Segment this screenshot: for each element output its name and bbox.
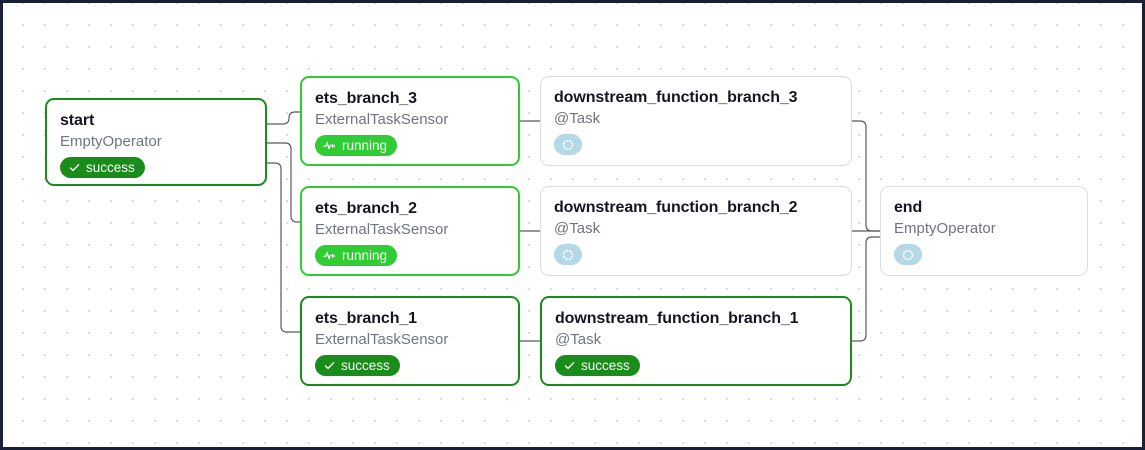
status-badge-none[interactable] <box>554 134 582 155</box>
task-node-operator: ExternalTaskSensor <box>315 331 449 348</box>
status-badge-label: running <box>342 138 388 153</box>
status-badge-success[interactable]: success <box>315 355 400 376</box>
dashed-circle-icon <box>901 248 915 262</box>
task-node-title: downstream_function_branch_3 <box>554 89 798 106</box>
task-node-operator: EmptyOperator <box>60 133 162 150</box>
status-badge-label: running <box>342 248 388 263</box>
check-icon <box>68 161 81 174</box>
status-badge-none[interactable] <box>894 244 922 265</box>
edge-start-to-ets_branch_2 <box>267 142 300 223</box>
edge-start-to-ets_branch_1 <box>267 162 300 333</box>
task-node-operator: @Task <box>554 220 601 237</box>
dashed-circle-icon <box>561 138 575 152</box>
task-node-title: downstream_function_branch_1 <box>555 310 799 327</box>
task-node-operator: ExternalTaskSensor <box>315 111 449 128</box>
status-badge-label: success <box>581 358 630 373</box>
status-badge-success[interactable]: success <box>555 355 640 376</box>
edge-start-to-ets_branch_3 <box>267 111 300 125</box>
status-badge-running[interactable]: running <box>315 245 398 266</box>
task-node-title: start <box>60 112 95 129</box>
activity-pulse-icon <box>323 249 337 262</box>
task-node-downstream_function_branch_2[interactable]: downstream_function_branch_2 @Task <box>540 186 852 276</box>
task-node-title: downstream_function_branch_2 <box>554 199 798 216</box>
check-icon <box>323 359 336 372</box>
task-node-title: end <box>894 199 923 216</box>
task-node-downstream_function_branch_3[interactable]: downstream_function_branch_3 @Task <box>540 76 852 166</box>
task-node-title: ets_branch_2 <box>315 200 417 217</box>
task-node-operator: EmptyOperator <box>894 220 996 237</box>
activity-pulse-icon <box>323 139 337 152</box>
status-badge-running[interactable]: running <box>315 135 398 156</box>
task-node-title: ets_branch_3 <box>315 90 417 107</box>
status-badge-success[interactable]: success <box>60 157 145 178</box>
status-badge-label: success <box>86 160 135 175</box>
task-node-downstream_function_branch_1[interactable]: downstream_function_branch_1 @Task success <box>540 296 852 386</box>
task-node-title: ets_branch_1 <box>315 310 417 327</box>
status-badge-label: success <box>341 358 390 373</box>
status-badge-none[interactable] <box>554 244 582 265</box>
check-icon <box>563 359 576 372</box>
task-node-operator: @Task <box>554 110 601 127</box>
task-node-operator: @Task <box>555 331 602 348</box>
edge-downstream_function_branch_1-to-end <box>852 236 880 342</box>
dashed-circle-icon <box>561 248 575 262</box>
edge-downstream_function_branch_3-to-end <box>852 120 880 232</box>
task-node-operator: ExternalTaskSensor <box>315 221 449 238</box>
